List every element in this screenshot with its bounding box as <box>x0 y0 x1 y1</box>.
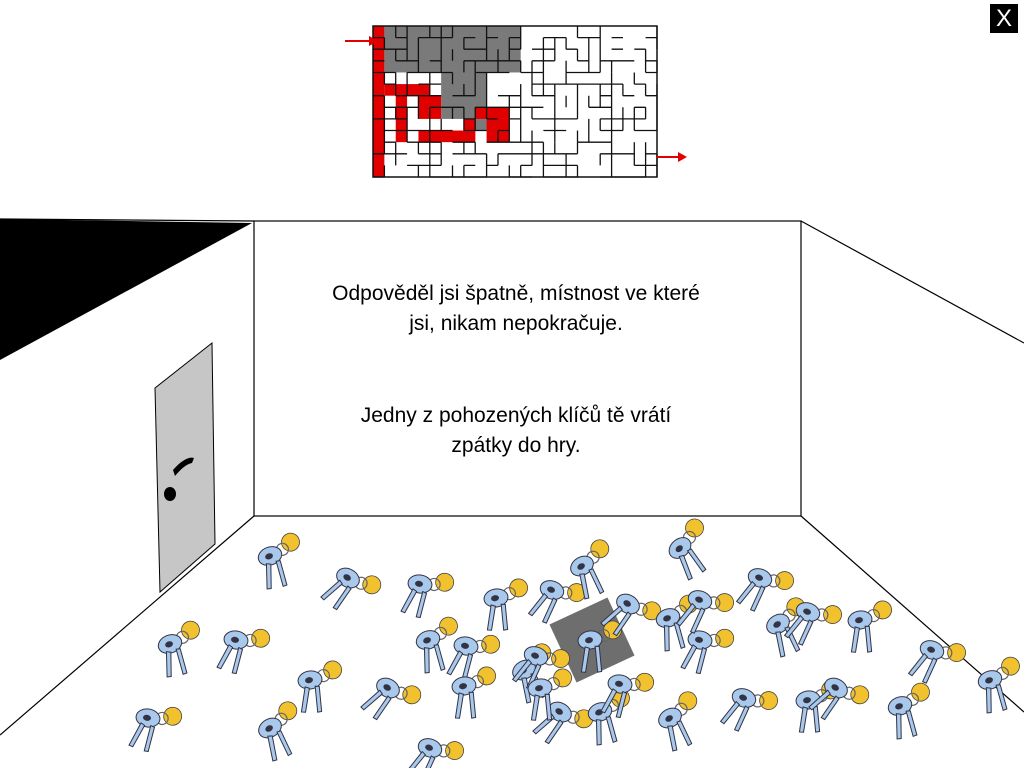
key-icon[interactable] <box>479 576 535 634</box>
door-handle-icon <box>164 457 194 501</box>
key-icon[interactable] <box>399 566 456 623</box>
key-icon[interactable] <box>881 680 943 743</box>
key-icon[interactable] <box>293 658 349 716</box>
key-icon[interactable] <box>358 667 425 734</box>
key-icon[interactable] <box>718 678 781 741</box>
message-line-3: Jedny z pohozených klíčů tě vrátí <box>360 404 672 427</box>
key-icon[interactable] <box>151 618 213 681</box>
maze-map-icon <box>372 25 658 178</box>
key-icon[interactable] <box>404 728 467 773</box>
key-icon[interactable] <box>659 514 728 583</box>
back-wall <box>253 220 802 517</box>
wrong-answer-message: Odpověděl jsi špatně, místnost ve které … <box>276 279 756 339</box>
door[interactable] <box>154 341 216 594</box>
key-icon[interactable] <box>318 557 385 624</box>
key-icon[interactable] <box>679 622 736 679</box>
key-icon[interactable] <box>251 530 313 593</box>
key-icon[interactable] <box>843 598 899 656</box>
key-icon[interactable] <box>215 622 272 679</box>
maze-exit-arrow <box>657 152 687 162</box>
key-icon[interactable] <box>447 664 503 722</box>
key-icon[interactable] <box>127 700 184 757</box>
ceiling-shadow <box>0 219 252 360</box>
key-icon[interactable] <box>734 558 797 621</box>
message-line-1: Odpověděl jsi špatně, místnost ve které <box>332 282 700 305</box>
message-line-2: jsi, nikam nepokračuje. <box>409 312 623 335</box>
key-icon[interactable] <box>649 687 716 755</box>
room-walls <box>0 218 1024 736</box>
key-icon[interactable] <box>530 691 597 758</box>
keys-hint-message: Jedny z pohozených klíčů tě vrátí zpátky… <box>276 401 756 461</box>
close-button[interactable]: X <box>990 4 1018 33</box>
key-icon[interactable] <box>906 630 969 693</box>
maze-entry-arrow <box>345 36 378 46</box>
message-line-4: zpátky do hry. <box>451 434 581 457</box>
key-icon[interactable] <box>971 654 1024 717</box>
